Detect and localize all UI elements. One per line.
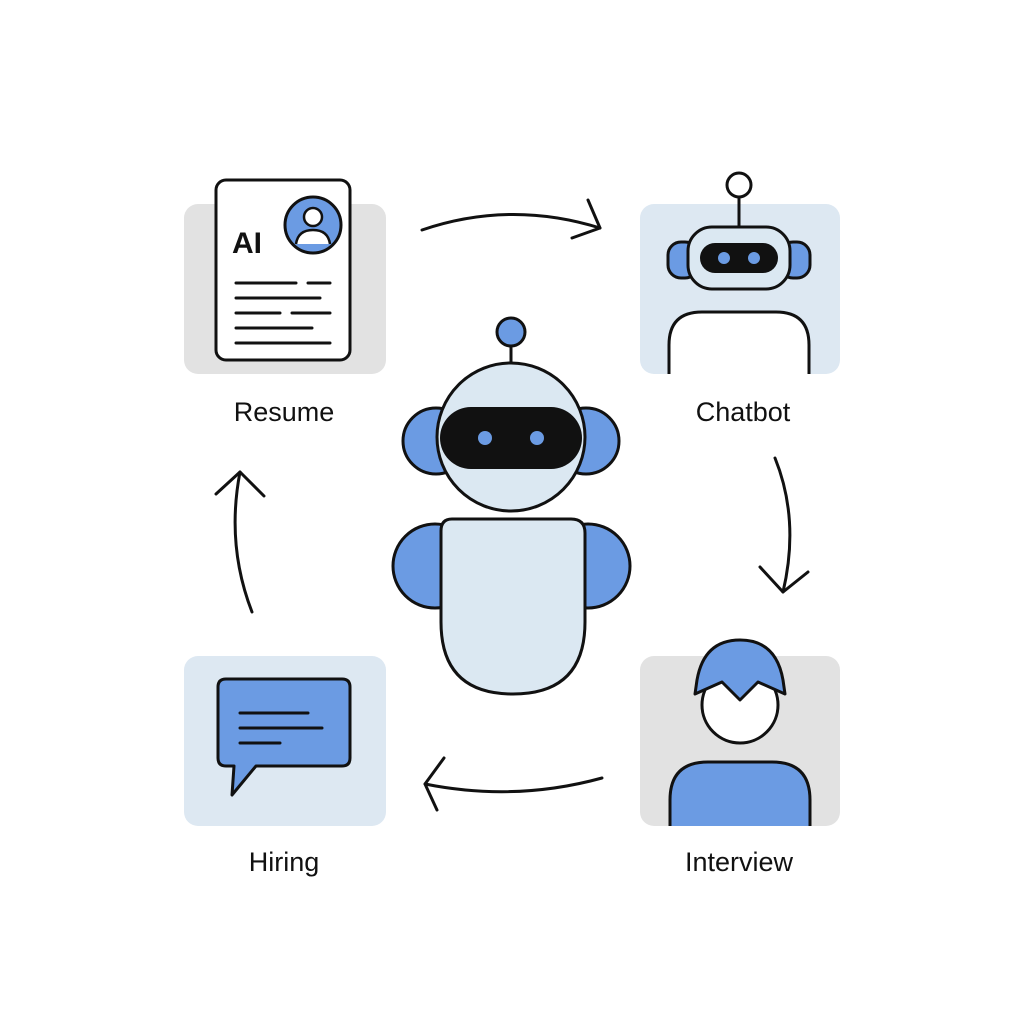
person-icon (668, 638, 812, 826)
node-chatbot: Chatbot (640, 171, 840, 427)
resume-document-icon: AI (214, 178, 352, 362)
node-label-hiring: Hiring (249, 847, 320, 877)
chat-bubble-icon (216, 677, 352, 797)
node-resume: AI Resume (184, 178, 386, 427)
chatbot-robot-icon (666, 171, 812, 374)
arrow-hiring-to-resume (214, 470, 266, 614)
node-label-interview: Interview (685, 847, 794, 877)
node-hiring: Hiring (184, 656, 386, 877)
node-interview: Interview (640, 638, 840, 877)
robot-icon (391, 316, 632, 696)
node-label-resume: Resume (234, 397, 335, 427)
resume-ai-badge: AI (232, 227, 262, 260)
node-label-chatbot: Chatbot (696, 397, 791, 427)
avatar-icon (283, 195, 343, 255)
arrow-chatbot-to-interview (758, 456, 810, 594)
text-lines-icon (234, 281, 332, 345)
arrow-interview-to-hiring (423, 756, 604, 812)
arrow-resume-to-chatbot (420, 198, 602, 240)
